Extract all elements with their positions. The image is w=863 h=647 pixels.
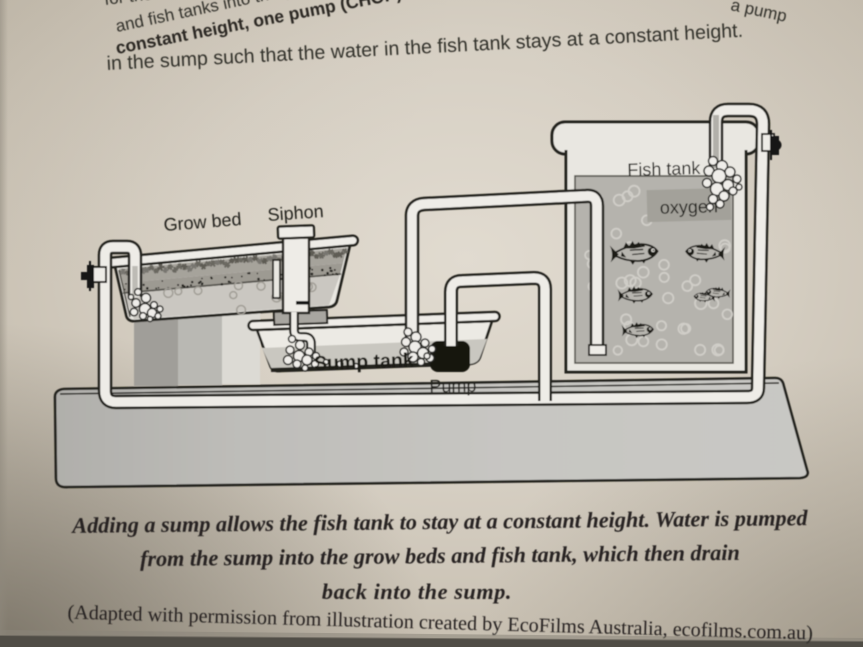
svg-text:for the: for the (103, 0, 153, 9)
svg-text:oxygen: oxygen (660, 196, 719, 218)
svg-text:Siphon: Siphon (267, 201, 324, 225)
svg-text:Fish tank: Fish tank (627, 158, 702, 180)
svg-text:Sump tank: Sump tank (314, 349, 415, 374)
svg-text:Pump: Pump (429, 376, 476, 397)
svg-text:back into the sump.: back into the sump. (322, 579, 512, 604)
